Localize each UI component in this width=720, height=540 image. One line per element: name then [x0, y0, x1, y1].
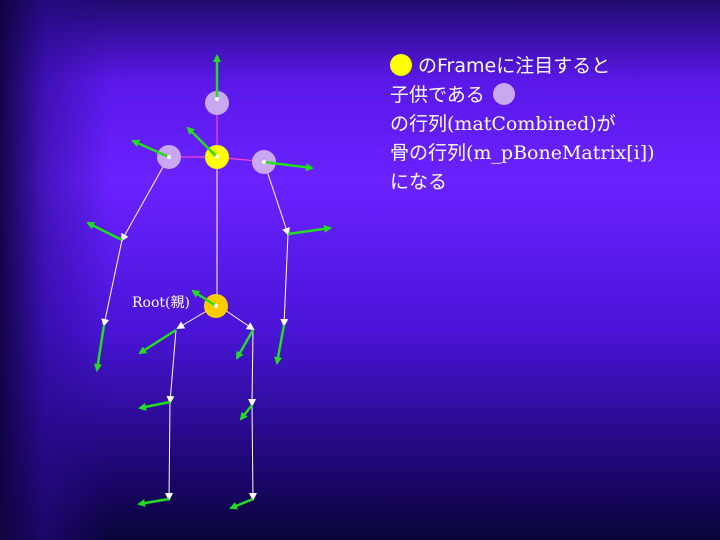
axis-arrow-left-hip [138, 328, 177, 355]
bone-left-thigh [166, 329, 177, 404]
bone-left-forearm [101, 239, 123, 327]
axis-arrow-left-ankle [137, 497, 170, 507]
caption-line-1-text: のFrameに注目すると [418, 55, 611, 77]
axis-arrow-right-shoulder [263, 160, 314, 172]
axis-arrow-left-shoulder [131, 139, 170, 159]
bone-right-thigh [248, 329, 257, 407]
joint-markers [167, 97, 266, 308]
bone-left-upper-arm [121, 157, 169, 242]
marker-right-shoulder [262, 160, 266, 164]
axis-arrows [86, 54, 332, 510]
caption-line-1: のFrameに注目すると [390, 52, 710, 81]
caption-line-3: の行列(matCombined)が [390, 113, 616, 135]
child-joint-head [205, 91, 229, 115]
explanation-caption: のFrameに注目すると 子供である の行列(matCombined)が 骨の行… [390, 52, 710, 197]
axis-arrow-chest [186, 126, 218, 158]
marker-left-shoulder [167, 155, 171, 159]
bones [101, 101, 290, 501]
axis-arrow-right-wrist [274, 324, 286, 365]
axis-arrow-left-wrist [93, 324, 106, 372]
axis-arrow-right-elbow [287, 224, 332, 236]
marker-chest [215, 155, 219, 159]
caption-line-2-text: 子供である [390, 84, 485, 106]
axis-arrow-root [191, 289, 217, 308]
marker-head [215, 97, 219, 101]
bone-right-shin [248, 404, 257, 501]
axis-arrow-left-knee [138, 400, 171, 411]
child-joint-dot-icon [492, 83, 515, 105]
caption-line-5: になる [390, 171, 448, 193]
root-label: Root(親) [132, 295, 190, 311]
caption-line-4: 骨の行列(m_pBoneMatrix[i]) [390, 142, 655, 164]
axis-arrow-right-knee [239, 404, 253, 421]
frame-joint-dot-icon [390, 54, 412, 76]
bone-right-upper-arm [263, 161, 290, 236]
axis-arrow-right-ankle [229, 497, 254, 510]
bone-left-shin [165, 401, 174, 501]
caption-line-2: 子供である [390, 81, 710, 110]
axis-arrow-right-hip [235, 329, 255, 360]
axis-arrow-left-elbow [86, 221, 123, 242]
bone-right-forearm [280, 233, 289, 327]
marker-root [214, 304, 218, 308]
